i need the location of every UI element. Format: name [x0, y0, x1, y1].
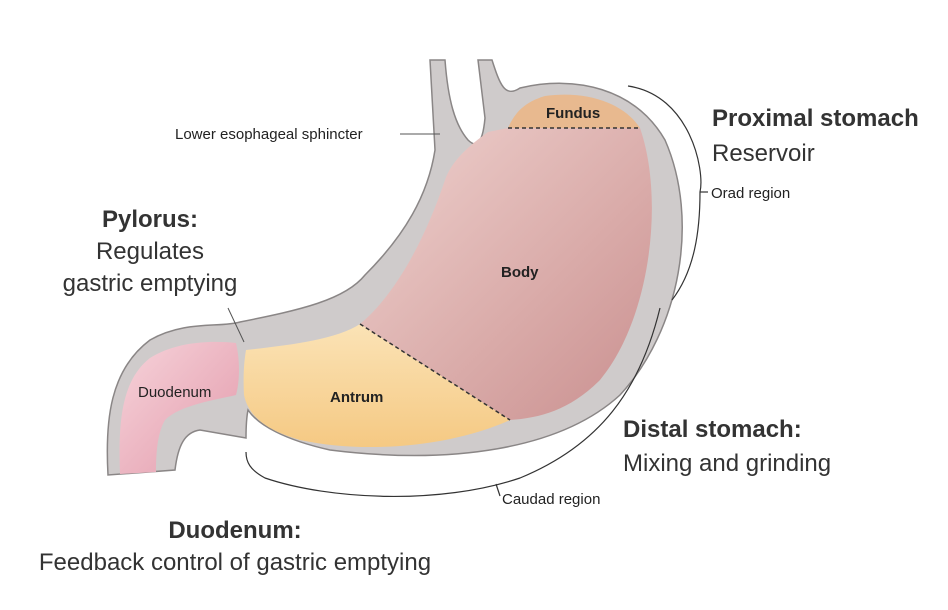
caudad-tick [495, 483, 501, 497]
les-label: Lower esophageal sphincter [175, 126, 363, 143]
caudad-bracket [245, 307, 661, 498]
fundus-label: Fundus [546, 105, 601, 122]
duodenum-desc: Feedback control of gastric emptying [38, 549, 432, 576]
duodenum-title: Duodenum: [168, 517, 302, 544]
distal-desc: Mixing and grinding [623, 450, 832, 477]
caudad-label: Caudad region [502, 491, 601, 508]
distal-title: Distal stomach: [623, 416, 802, 443]
proximal-desc: Reservoir [712, 140, 815, 167]
body-antrum-boundary [359, 323, 511, 421]
body-region [360, 128, 652, 420]
fundus-region [508, 94, 640, 128]
orad-label: Orad region [711, 185, 791, 202]
proximal-title: Proximal stomach [712, 105, 919, 132]
pylorus-title: Pylorus: [101, 206, 199, 233]
antrum-label: Antrum [330, 389, 384, 406]
duodenum-annotation: Duodenum: Feedback control of gastric em… [0, 517, 470, 577]
duodenum-region-label: Duodenum [138, 384, 212, 401]
antrum-region [243, 324, 510, 448]
pylorus-annotation: Pylorus: Regulates gastric emptying [40, 206, 260, 298]
pylorus-desc-line2: gastric emptying [62, 270, 238, 297]
pylorus-leader [227, 307, 245, 343]
pylorus-desc-line1: Regulates [95, 238, 205, 265]
body-label: Body [501, 264, 539, 281]
duodenum-region [119, 341, 239, 474]
